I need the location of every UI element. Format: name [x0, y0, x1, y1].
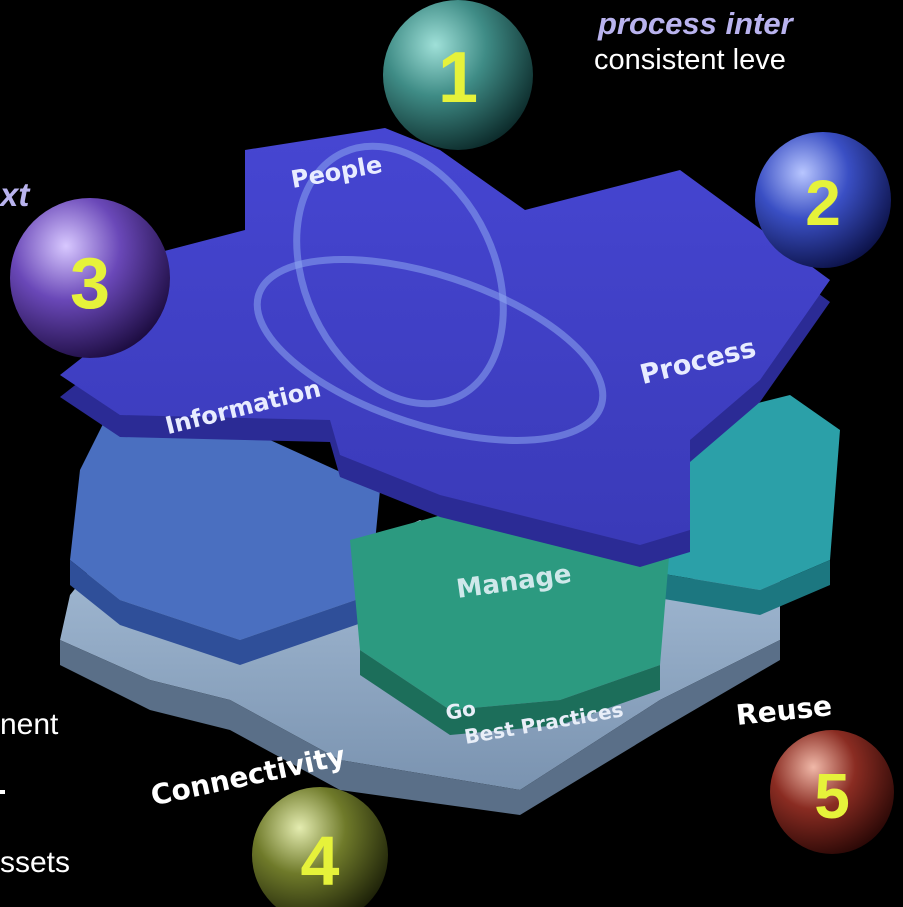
left-text-line1: nent	[0, 708, 59, 741]
top-plate: People Process Information	[60, 128, 830, 567]
ring-b	[253, 256, 607, 444]
sphere-5: 5	[770, 730, 894, 854]
header-right-subtitle: consistent leve	[594, 44, 786, 76]
sphere-5-number: 5	[814, 760, 850, 832]
sphere-1: 1	[383, 0, 533, 150]
manage-hex: Manage	[350, 510, 670, 735]
left-text-dash	[0, 790, 5, 794]
header-right-title: process inter	[598, 6, 793, 41]
left-hex-layer	[70, 410, 380, 665]
reuse-label: Reuse	[734, 689, 833, 732]
sphere-3: 3	[10, 198, 170, 358]
left-text-line2: ssets	[0, 846, 71, 879]
sphere-2: 2	[755, 132, 891, 268]
header-left-fragment: xt	[0, 176, 30, 213]
sphere-3-number: 3	[70, 244, 110, 324]
ring-a	[293, 142, 507, 408]
sphere-2-number: 2	[805, 167, 841, 239]
governance-cut-label: Go	[444, 696, 478, 725]
sphere-4-number: 4	[301, 822, 340, 900]
sphere-1-number: 1	[438, 38, 478, 118]
sphere-4: 4	[252, 787, 388, 907]
